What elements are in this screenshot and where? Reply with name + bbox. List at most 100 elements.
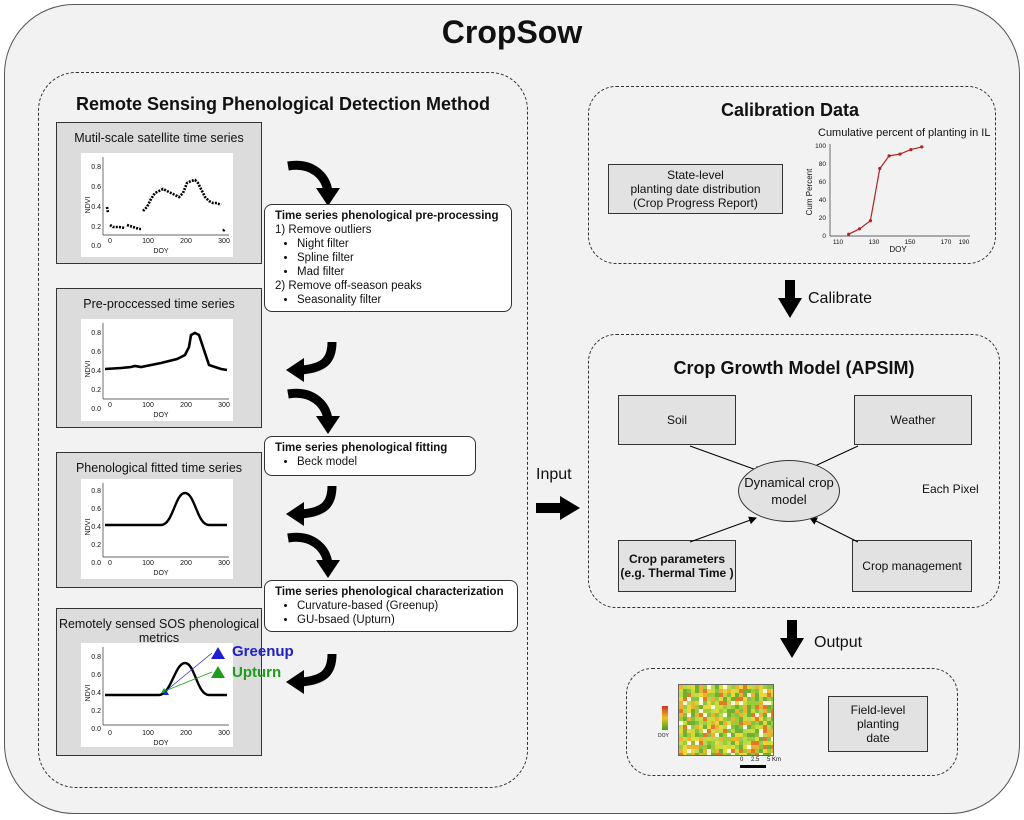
cum-percent-point — [898, 152, 902, 156]
ytick: 0.4 — [91, 524, 101, 531]
fitting-heading: Time series phenological fitting — [275, 442, 448, 454]
cum-percent-point — [920, 145, 924, 149]
x-axis-label: DOY — [153, 570, 169, 577]
cum-percent-point — [847, 232, 851, 236]
ytick: 0.0 — [91, 406, 101, 413]
dynamical-crop-model-node: Dynamical crop model — [738, 460, 840, 522]
ytick: 60 — [819, 179, 827, 186]
curved-arrow-down-left-icon — [286, 485, 337, 526]
field-level-box: Field-level planting date — [828, 696, 928, 752]
xtick: 300 — [218, 238, 230, 245]
panel-title: Pre-proccessed time series — [83, 297, 235, 311]
crop-parameters-box: Crop parameters (e.g. Thermal Time ) — [618, 540, 736, 592]
each-pixel-label: Each Pixel — [922, 482, 979, 496]
cumulative-planting-chart: 100 80 60 40 20 0 110 130 150 170 190 DO… — [805, 143, 970, 254]
xtick: 130 — [869, 239, 880, 246]
raw-ndvi-series — [105, 178, 226, 232]
list-item: Seasonality filter — [297, 293, 501, 307]
model-connector-arrows — [689, 445, 859, 543]
characterization-heading: Time series phenological characterizatio… — [275, 586, 504, 598]
preprocessing-step-1: 1) Remove outliers — [275, 224, 372, 236]
field-level-line: date — [866, 731, 890, 745]
ytick: 0.0 — [91, 560, 101, 567]
y-axis-label: NDVI — [85, 519, 92, 536]
ytick: 0.0 — [91, 243, 101, 250]
state-level-box: State-level planting date distribution (… — [608, 164, 783, 214]
panel-title: Phenological fitted time series — [75, 461, 243, 475]
soil-box: Soil — [618, 395, 736, 445]
xtick: 0 — [108, 238, 112, 245]
panel-title: Mutil-scale satellite time series — [74, 131, 244, 145]
cum-percent-point — [878, 166, 882, 171]
ytick: 0.4 — [91, 690, 101, 697]
greenup-leader — [166, 652, 213, 691]
preprocessing-step-2: 2) Remove off-season peaks — [275, 280, 422, 292]
ytick: 0.8 — [91, 330, 101, 337]
xtick: 110 — [833, 239, 844, 246]
ytick: 0.8 — [91, 164, 101, 171]
state-level-line: State-level — [667, 168, 724, 182]
crop-parameters-line: (e.g. Thermal Time ) — [620, 566, 734, 580]
curved-arrow-down-right-icon — [287, 532, 340, 578]
cum-percent-point — [909, 148, 913, 152]
center-line: Dynamical crop — [744, 475, 834, 490]
calibration-chart-title: Cumulative percent of planting in IL — [818, 127, 991, 139]
x-axis-label: DOY — [153, 248, 169, 255]
x-axis-label: DOY — [153, 740, 169, 747]
xtick: 0 — [108, 730, 112, 737]
panel-sos-metrics: Remotely sensed SOS phenological metrics… — [56, 608, 262, 756]
ytick: 0.6 — [91, 349, 101, 356]
ytick: 0.2 — [91, 708, 101, 715]
preprocessing-box: Time series phenological pre-processing … — [264, 204, 512, 312]
arrow-right-icon — [536, 496, 580, 520]
output-label: Output — [814, 634, 863, 651]
xtick: 300 — [218, 402, 230, 409]
page-title: CropSow — [441, 14, 583, 50]
cum-percent-point — [868, 219, 873, 223]
soil-label: Soil — [666, 413, 687, 427]
curved-arrow-down-left-icon — [286, 341, 337, 382]
scale-tick: 5 — [767, 757, 771, 763]
center-line: model — [771, 492, 807, 507]
xtick: 300 — [218, 560, 230, 567]
arrow-down-icon — [780, 620, 804, 658]
panel-satellite-series: Mutil-scale satellite time series 0.8 0.… — [56, 122, 262, 264]
calibration-title: Calibration Data — [720, 100, 860, 120]
y-axis-label: NDVI — [85, 197, 92, 214]
ytick: 40 — [819, 197, 827, 204]
ytick: 80 — [819, 161, 827, 168]
curved-arrow-down-left-icon — [286, 653, 337, 694]
preprocessed-ndvi-series — [104, 331, 228, 372]
y-axis-label: NDVI — [85, 361, 92, 378]
ytick: 0.4 — [91, 204, 101, 211]
curved-arrow-down-right-icon — [287, 388, 340, 434]
list-item: Mad filter — [297, 265, 501, 279]
y-axis-label: NDVI — [85, 685, 92, 702]
weather-box: Weather — [854, 395, 972, 445]
ndvi-plot: 0.8 0.6 0.4 0.2 0.0 0 100 200 300 DOY ND… — [81, 153, 233, 257]
greenup-legend-label: Greenup — [232, 643, 294, 660]
soil-arrow — [689, 445, 763, 474]
ndvi-plot: 0.8 0.6 0.4 0.2 0.0 0 100 200 300 DOY ND… — [81, 643, 233, 747]
ytick: 0.8 — [91, 654, 101, 661]
fitting-box: Time series phenological fitting Beck mo… — [264, 436, 476, 476]
xtick: 100 — [142, 730, 154, 737]
panel-fitted-series: Phenological fitted time series 0.8 0.6 … — [56, 452, 262, 588]
scale-bar: 0 2.5 5 Km — [740, 757, 790, 771]
upturn-legend-label: Upturn — [232, 664, 282, 681]
xtick: 200 — [180, 730, 192, 737]
sos-ndvi-chart: 0.8 0.6 0.4 0.2 0.0 0 100 200 300 DOY ND… — [85, 647, 230, 747]
remote-sensing-title: Remote Sensing Phenological Detection Me… — [75, 94, 491, 114]
ytick: 0.8 — [91, 488, 101, 495]
crop-parameters-line: Crop parameters — [628, 552, 726, 566]
ytick: 0 — [822, 233, 826, 240]
ytick: 100 — [815, 143, 826, 150]
ytick: 0.2 — [91, 542, 101, 549]
greenup-legend-marker — [211, 647, 225, 659]
arrow-down-icon — [778, 280, 802, 318]
curved-arrow-down-right-icon — [287, 160, 340, 206]
xtick: 0 — [108, 402, 112, 409]
xtick: 190 — [959, 239, 970, 246]
fitted-ndvi-chart: 0.8 0.6 0.4 0.2 0.0 0 100 200 300 DOY ND… — [85, 483, 230, 577]
xtick: 0 — [108, 560, 112, 567]
